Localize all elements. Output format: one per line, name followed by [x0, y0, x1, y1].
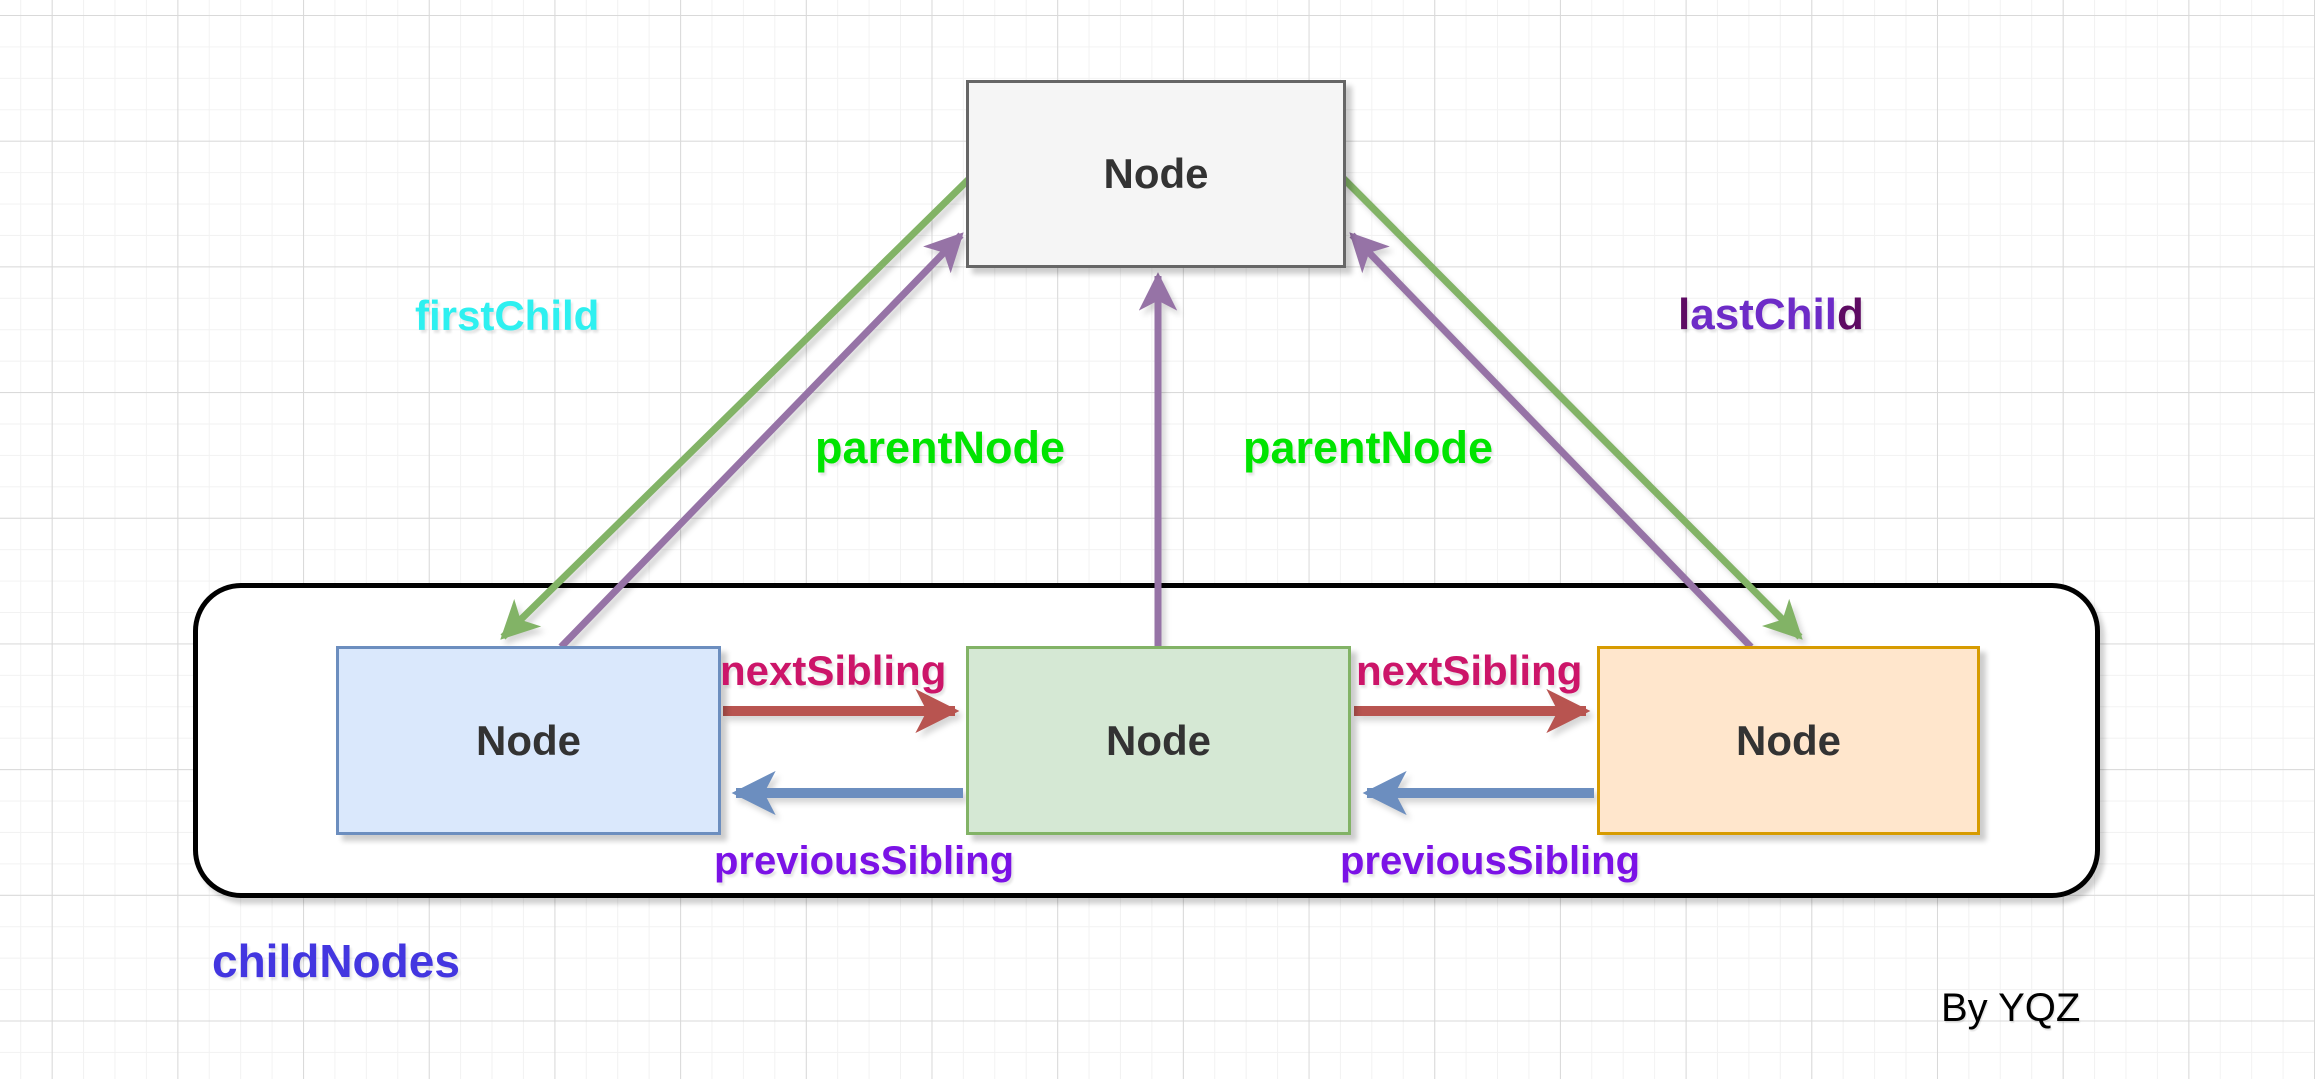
last-child-node-box-label: Node [1736, 716, 1841, 764]
first-child-arrow [500, 174, 974, 640]
middle-child-node-box-label: Node [1106, 716, 1211, 764]
first-child-label: firstChild [415, 292, 600, 339]
last-child-node-box: Node [1597, 646, 1980, 835]
previous-sibling-label-right: previousSibling [1340, 839, 1641, 883]
author-credit: By YQZ [1941, 986, 2081, 1030]
last-child-label: lastChild [1678, 293, 1864, 337]
middle-child-node-box: Node [966, 646, 1351, 835]
parent-node-box-label: Node [1103, 150, 1209, 197]
first-child-node-box-label: Node [476, 716, 581, 764]
last-child-arrow [1339, 174, 1803, 640]
next-sibling-label-left: nextSibling [720, 647, 947, 694]
previous-sibling-label-left: previousSibling [714, 839, 1015, 883]
child-nodes-label: childNodes [212, 935, 460, 987]
first-child-node-box: Node [336, 646, 721, 835]
next-sibling-label-right: nextSibling [1356, 647, 1583, 694]
last-child-label-part1: l [1678, 290, 1691, 339]
parent-node-box: Node [966, 80, 1346, 268]
last-child-label-part3: d [1836, 290, 1864, 339]
last-child-label-part2: astChil [1690, 290, 1837, 339]
parent-node-label-right: parentNode [1243, 422, 1494, 473]
parent-node-label-left: parentNode [815, 422, 1066, 473]
